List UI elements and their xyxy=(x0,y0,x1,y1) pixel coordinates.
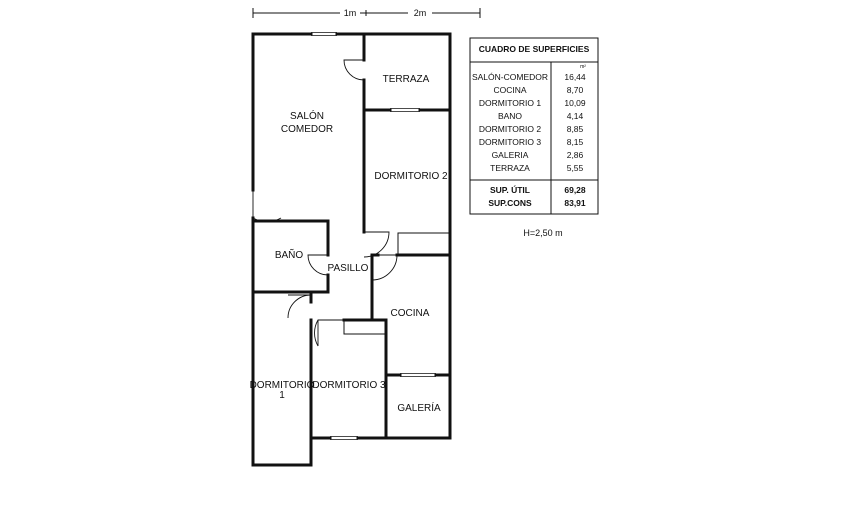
table-row-value: 10,09 xyxy=(564,98,586,108)
table-row-name: DORMITORIO 3 xyxy=(479,137,541,147)
table-total-value: 83,91 xyxy=(564,198,586,208)
table-title: CUADRO DE SUPERFICIES xyxy=(479,44,590,54)
table-row-value: 8,70 xyxy=(567,85,584,95)
label-dormitorio-1-line1: DORMITORIO xyxy=(250,380,315,391)
table-row-value: 8,15 xyxy=(567,137,584,147)
label-dormitorio-3: DORMITORIO 3 xyxy=(312,380,386,391)
table-total-name: SUP.CONS xyxy=(488,198,532,208)
label-salon-line1: SALÓN xyxy=(290,109,324,122)
ceiling-height: H=2,50 m xyxy=(523,228,562,238)
table-row-name: TERRAZA xyxy=(490,163,530,173)
table-row-value: 4,14 xyxy=(567,111,584,121)
label-cocina: COCINA xyxy=(391,308,430,319)
table-row-name: GALERIA xyxy=(492,150,529,160)
cabinets xyxy=(343,232,451,335)
table-row-name: COCINA xyxy=(493,85,526,95)
doors xyxy=(252,59,398,347)
label-salon-line2: COMEDOR xyxy=(281,124,333,135)
table-row-value: 2,86 xyxy=(567,150,584,160)
table-row-value: 8,85 xyxy=(567,124,584,134)
scale-label-1m: 1m xyxy=(344,8,357,18)
label-dormitorio-1-line2: 1 xyxy=(279,390,285,401)
scale-label-2m: 2m xyxy=(414,8,427,18)
table-row-name: BANO xyxy=(498,111,522,121)
label-galeria: GALERÍA xyxy=(397,401,441,414)
surfaces-table: CUADRO DE SUPERFICIES m² SALÓN-COMEDOR 16… xyxy=(469,37,599,215)
table-row-name: SALÓN-COMEDOR xyxy=(472,72,548,82)
table-unit: m² xyxy=(580,64,586,70)
label-pasillo: PASILLO xyxy=(328,263,369,274)
table-row-name: DORMITORIO 1 xyxy=(479,98,541,108)
table-total-value: 69,28 xyxy=(564,185,586,195)
label-terraza: TERRAZA xyxy=(383,74,430,85)
scale-bar: 1m 2m xyxy=(252,7,481,19)
label-dormitorio-2: DORMITORIO 2 xyxy=(374,171,448,182)
table-row-name: DORMITORIO 2 xyxy=(479,124,541,134)
windows xyxy=(311,32,436,440)
table-total-name: SUP. ÚTIL xyxy=(490,184,530,195)
table-row-value: 16,44 xyxy=(564,72,586,82)
table-row-value: 5,55 xyxy=(567,163,584,173)
room-labels: SALÓN COMEDOR TERRAZA DORMITORIO 2 BAÑO … xyxy=(250,74,448,414)
label-bano: BAÑO xyxy=(275,248,304,261)
